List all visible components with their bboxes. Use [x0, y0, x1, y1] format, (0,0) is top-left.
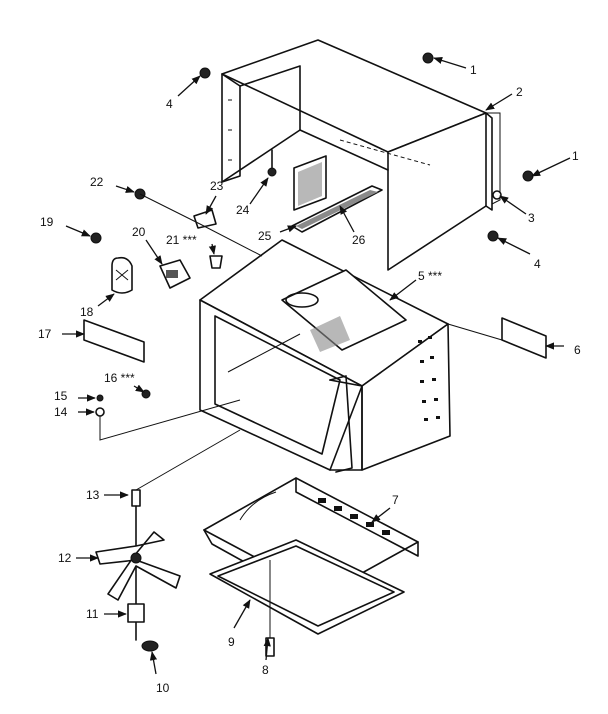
callout-23: 23 [210, 179, 224, 193]
callout-26: 26 [352, 233, 366, 247]
callout-18: 18 [80, 305, 94, 319]
oven-chassis [199, 239, 451, 473]
screw-1-top [422, 52, 434, 64]
callout-10: 10 [156, 681, 170, 695]
callout-9: 9 [228, 635, 235, 649]
callout-4-right: 4 [534, 257, 541, 271]
callout-6: 6 [574, 343, 581, 357]
callout-17: 17 [38, 327, 52, 341]
callout-13: 13 [86, 488, 100, 502]
thermostat-21 [209, 255, 223, 269]
insulation-pad [293, 155, 327, 211]
callout-11: 11 [86, 607, 99, 621]
rating-plate [447, 317, 547, 359]
callout-1-top: 1 [470, 63, 477, 77]
callout-4-top: 4 [166, 97, 173, 111]
callout-2: 2 [516, 85, 523, 99]
callout-24: 24 [236, 203, 250, 217]
screw-24 [267, 149, 277, 177]
callout-19: 19 [40, 215, 54, 229]
stirrer-cap-10 [141, 640, 159, 652]
lamp-holder-20 [159, 259, 191, 289]
callout-21: 21 *** [166, 233, 197, 247]
screw-4-right [487, 230, 499, 242]
callout-3: 3 [528, 211, 535, 225]
callout-14: 14 [54, 405, 68, 419]
stirrer-shaft-13 [131, 489, 141, 641]
stirrer-hub-11 [127, 603, 145, 623]
screw-14 [95, 407, 105, 417]
outer-cabinet-wrapper [221, 39, 493, 271]
callout-1-right: 1 [572, 149, 579, 163]
callout-22: 22 [90, 175, 104, 189]
lamp-bulb [111, 256, 133, 294]
callout-12: 12 [58, 551, 72, 565]
label-plate-17 [83, 319, 145, 363]
screw-4-top [199, 67, 211, 79]
lamp-socket-19 [90, 232, 102, 244]
callout-7: 7 [392, 493, 399, 507]
leader-lines [62, 56, 571, 675]
callout-20: 20 [132, 225, 146, 239]
callout-15: 15 [54, 389, 68, 403]
callout-16: 16 *** [104, 371, 135, 385]
callout-25: 25 [258, 229, 272, 243]
tray-gasket [209, 539, 405, 635]
support-rod [291, 185, 383, 233]
bracket-23 [193, 209, 217, 229]
callout-8: 8 [262, 663, 269, 677]
screw-15 [96, 394, 104, 402]
screw-1-right [522, 170, 534, 182]
callout-5: 5 *** [418, 269, 442, 283]
stirrer-blade [95, 531, 181, 601]
washer-3 [492, 190, 502, 200]
